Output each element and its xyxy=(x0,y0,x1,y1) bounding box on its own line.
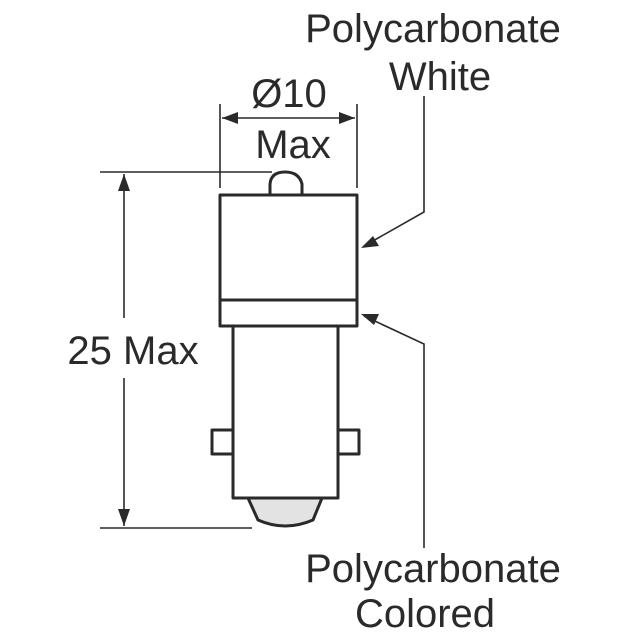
height-arrow-top xyxy=(118,174,130,191)
leader-colored-arrow xyxy=(361,314,379,325)
top-material-label-line1: Polycarbonate xyxy=(305,7,561,51)
lamp-collar xyxy=(218,298,359,328)
height-label-backdrop xyxy=(56,322,208,374)
leader-white-line xyxy=(363,96,425,247)
height-arrow-bottom xyxy=(118,509,130,526)
lamp-base xyxy=(231,324,340,500)
leader-colored xyxy=(361,314,425,548)
top-material-label-line2: White xyxy=(389,55,491,99)
diameter-label: Ø10 xyxy=(251,72,327,116)
lamp-pin-left xyxy=(210,428,235,456)
leader-white-arrow xyxy=(361,236,379,248)
leader-white xyxy=(361,96,425,248)
lamp-outline xyxy=(210,170,361,528)
bottom-material-label-line2: Colored xyxy=(355,592,495,636)
width-arrow-left xyxy=(222,112,238,124)
width-arrow-right xyxy=(339,112,355,124)
width-dimension xyxy=(219,104,358,188)
leader-colored-line xyxy=(363,315,425,548)
lamp-top-nub xyxy=(268,170,304,197)
diameter-max-label: Max xyxy=(255,123,331,167)
lamp-head xyxy=(218,193,359,302)
height-dimension xyxy=(100,171,272,529)
height-label: 25 Max xyxy=(67,329,198,373)
bottom-material-label-line1: Polycarbonate xyxy=(305,547,561,591)
lamp-bottom-tip xyxy=(246,496,324,528)
lamp-pin-right xyxy=(336,428,361,456)
